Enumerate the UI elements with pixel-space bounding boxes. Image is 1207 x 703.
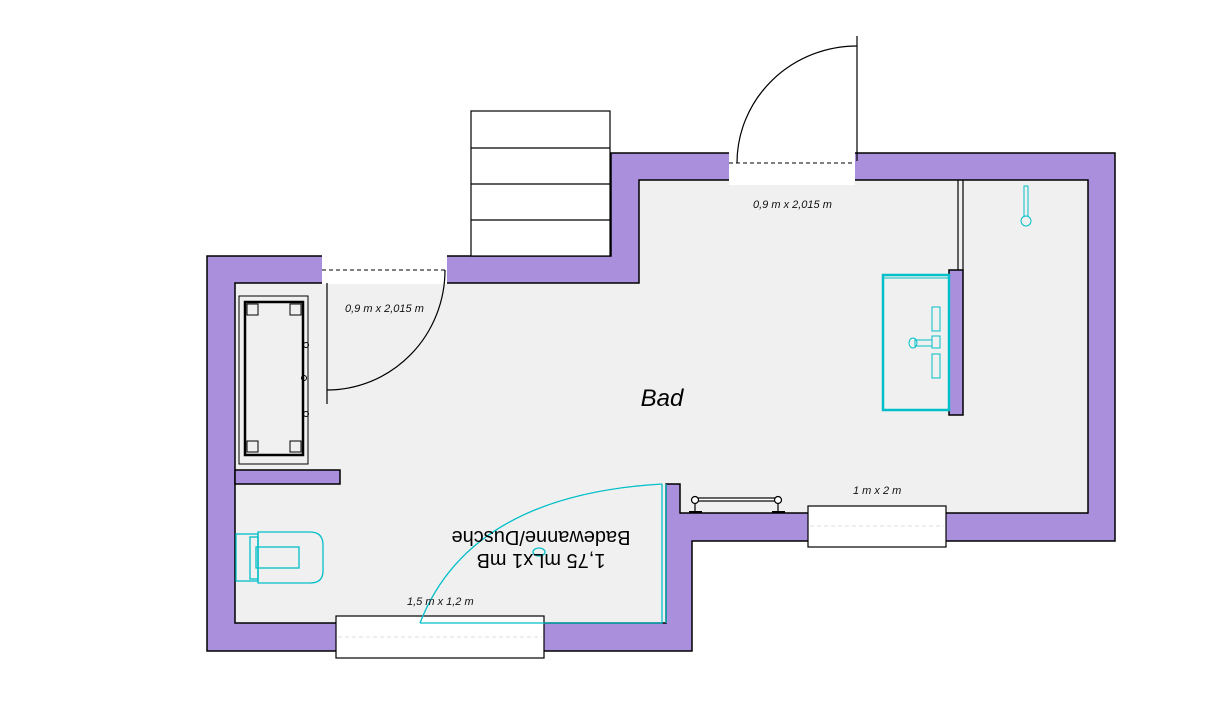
window-bottom[interactable]: [335, 615, 545, 659]
window-bottom-label: 1,5 m x 1,2 m: [407, 596, 474, 608]
shower-bathtub-icon: [419, 483, 667, 624]
shower-head-icon: [1020, 185, 1032, 227]
door-top-left-label: 0,9 m x 2,015 m: [345, 303, 424, 315]
stairs: [470, 110, 611, 257]
toilet-icon: [235, 531, 324, 584]
bathtub-label-line2: 1,75 mLx1 mB: [477, 549, 606, 571]
sink-icon: [881, 273, 951, 412]
window-right-label: 1 m x 2 m: [853, 485, 901, 497]
bathtub-label-line1: Badewanne/Dusche: [451, 526, 630, 548]
window-right[interactable]: [807, 505, 947, 548]
towel-rail-icon: [689, 495, 785, 513]
room-name: Bad: [641, 385, 684, 412]
door-top-left[interactable]: [322, 255, 447, 404]
door-top-right[interactable]: [729, 36, 858, 185]
bathtub-icon: [238, 295, 309, 465]
door-top-right-label: 0,9 m x 2,015 m: [753, 199, 832, 211]
partition-wall: [234, 469, 341, 485]
sink-wall: [948, 269, 964, 416]
